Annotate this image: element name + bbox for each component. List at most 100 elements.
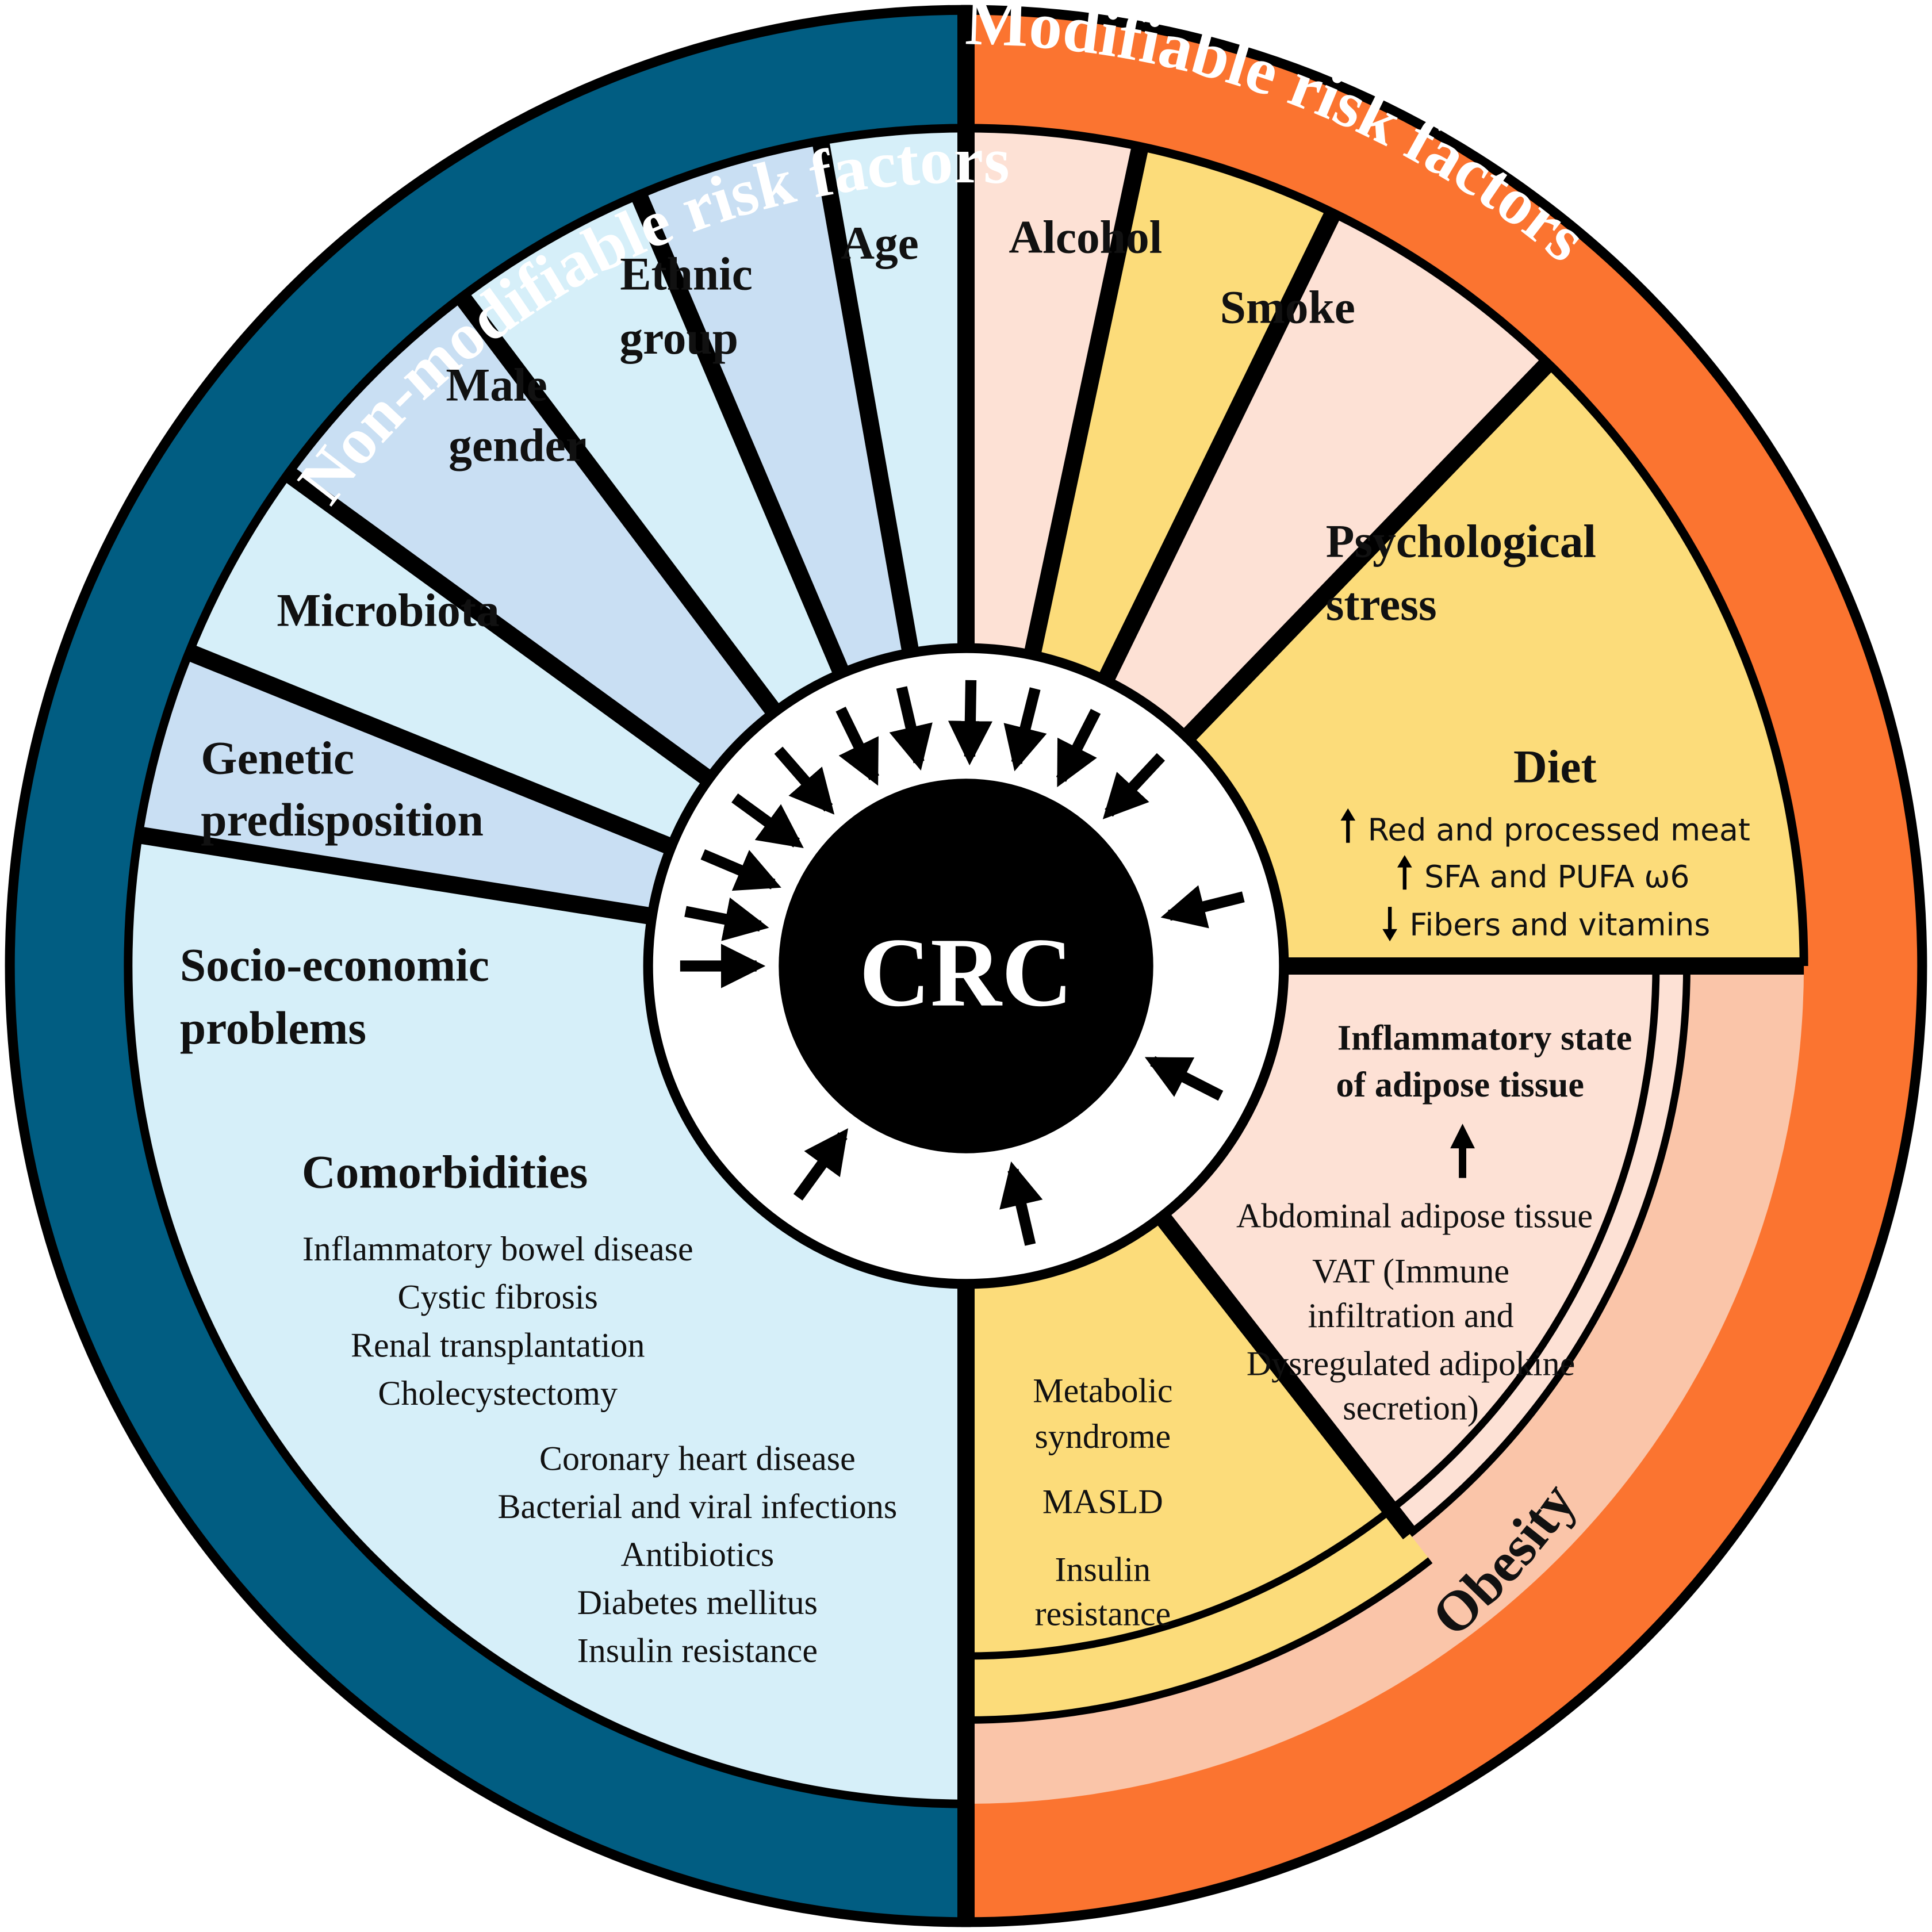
svg-text:Cystic fibrosis: Cystic fibrosis (398, 1278, 598, 1316)
left-divider-0 (137, 826, 661, 926)
inward-arrow-icon (835, 706, 880, 786)
svg-text:Psychological: Psychological (1326, 515, 1596, 568)
inward-arrow-icon (1102, 753, 1166, 819)
svg-text:Genetic: Genetic (201, 732, 354, 784)
svg-text:Antibiotics: Antibiotics (621, 1536, 775, 1574)
svg-text:infiltration and: infiltration and (1308, 1297, 1513, 1335)
psychological-stress-segment-label: Psychological stress (1326, 515, 1596, 630)
male-gender-segment (462, 194, 842, 712)
left-divider-5 (812, 139, 921, 662)
inward-arrow-icon (700, 849, 781, 891)
diet-title: Diet (1513, 741, 1597, 793)
modifiable-segments (966, 128, 1804, 1804)
svg-text:Metabolic: Metabolic (1033, 1372, 1172, 1410)
svg-text:Ethnic: Ethnic (620, 248, 753, 300)
age-segment-label: Age (841, 217, 919, 269)
svg-text:group: group (619, 312, 738, 364)
svg-text:Smoke: Smoke (1220, 281, 1355, 333)
inward-arrow-icon (684, 897, 769, 941)
right-inner-boundary-top (965, 124, 1808, 967)
svg-text:Socio-economic: Socio-economic (180, 939, 489, 991)
svg-text:Inflammatory state: Inflammatory state (1337, 1019, 1632, 1058)
ethnic-group-segment-label: Ethnic group (619, 248, 753, 364)
arrow-up-icon (1450, 1124, 1475, 1178)
left-divider-2 (283, 466, 720, 791)
arrow-up-icon (1397, 855, 1412, 890)
svg-text:Red and processed meat: Red and processed meat (1368, 811, 1750, 848)
left-divider-1 (186, 644, 681, 858)
inward-arrow-icon (1160, 885, 1245, 929)
svg-text:stress: stress (1326, 578, 1437, 630)
metabolic-segment (966, 1216, 1431, 1720)
inflammatory-adipose-label: Inflammatory state of adipose tissue (1336, 1019, 1632, 1178)
svg-text:predisposition: predisposition (201, 793, 484, 846)
inward-arrow-icon (999, 1161, 1043, 1246)
svg-text:VAT (Immune: VAT (Immune (1312, 1252, 1509, 1290)
microbiota-segment-label: Microbiota (277, 584, 499, 637)
svg-text:gender: gender (448, 419, 586, 471)
inward-arrow-icon (774, 746, 835, 815)
svg-text:Coronary heart disease: Coronary heart disease (539, 1439, 856, 1477)
svg-text:Male: Male (446, 358, 547, 411)
alcohol-segment (966, 128, 1140, 656)
smoke-segment (1032, 146, 1333, 681)
svg-text:Bacterial and viral infections: Bacterial and viral infections (497, 1488, 897, 1525)
metabolic-label: Metabolic syndrome MASLD Insulin resista… (1033, 1372, 1172, 1633)
adipose-tissue-label: Abdominal adipose tissue VAT (Immune inf… (1236, 1197, 1593, 1427)
microbiota-segment (288, 297, 775, 780)
left-divider-4 (630, 191, 853, 684)
inward-arrow-icon (731, 793, 804, 849)
svg-text:Insulin: Insulin (1055, 1550, 1151, 1588)
svg-text:Insulin resistance: Insulin resistance (577, 1632, 818, 1670)
svg-text:Alcohol: Alcohol (1009, 210, 1162, 263)
svg-text:problems: problems (180, 1002, 366, 1054)
adipose-metabolic-divider (1150, 1205, 1417, 1540)
svg-text:resistance: resistance (1035, 1594, 1171, 1632)
psychological-stress-segment (1105, 213, 1548, 738)
crc-center-circle (779, 779, 1153, 1153)
comorbidities-title: Comorbidities (302, 1146, 588, 1198)
inward-arrow-icon (1056, 708, 1101, 788)
svg-text:Renal transplantation: Renal transplantation (351, 1326, 645, 1364)
left-inner-boundary (124, 124, 967, 1808)
adipose-outer-boundary (1407, 965, 1690, 1537)
svg-text:SFA and PUFA ω6: SFA and PUFA ω6 (1424, 858, 1689, 895)
age-segment (820, 128, 966, 653)
svg-text:secretion): secretion) (1343, 1389, 1479, 1427)
genetic-predisposition-segment-label: Genetic predisposition (201, 732, 484, 846)
inward-arrow-icon (793, 1128, 849, 1201)
right-divider-2 (1175, 357, 1555, 749)
alcohol-segment-label: Alcohol (1009, 210, 1162, 263)
left-divider-3 (455, 292, 786, 723)
inward-arrow-icon (1144, 1056, 1224, 1101)
arrow-down-icon (1382, 907, 1397, 942)
inward-arrow-icon (1003, 687, 1047, 772)
inward-arrow-icon (889, 686, 933, 771)
right-divider-1 (1094, 209, 1341, 691)
segment-dividers (124, 10, 1808, 1922)
inward-arrows (680, 680, 1245, 1246)
comorbidities-segment-label: Comorbidities Inflammatory bowel disease… (302, 1146, 897, 1670)
diet-segment (1187, 363, 1804, 966)
svg-text:Dysregulated adipokine: Dysregulated adipokine (1247, 1344, 1575, 1382)
socio-economic-segment-label: Socio-economic problems (180, 939, 489, 1054)
svg-text:Age: Age (841, 217, 919, 269)
crc-center-label: CRC (859, 918, 1072, 1028)
non-modifiable-segments (128, 128, 967, 1804)
comorbidities-segment (128, 835, 967, 1804)
svg-text:MASLD: MASLD (1042, 1482, 1163, 1520)
arrow-up-icon (1340, 808, 1356, 843)
smoke-segment-label: Smoke (1220, 281, 1355, 333)
diet-segment-label: Diet Red and processed meat SFA and PUFA… (1340, 741, 1750, 942)
svg-text:syndrome: syndrome (1035, 1417, 1171, 1455)
metabolic-outer-boundary (965, 1557, 1433, 1724)
genetic-predisposition-segment (189, 473, 709, 847)
obesity-band-inner-boundary (965, 965, 1660, 1660)
svg-text:of adipose tissue: of adipose tissue (1336, 1065, 1584, 1105)
svg-text:Abdominal adipose tissue: Abdominal adipose tissue (1236, 1197, 1593, 1235)
svg-text:Cholecystectomy: Cholecystectomy (378, 1374, 618, 1412)
adipose-tissue-segment (1162, 966, 1687, 1534)
svg-text:Inflammatory bowel disease: Inflammatory bowel disease (302, 1230, 693, 1268)
svg-text:Diabetes mellitus: Diabetes mellitus (577, 1584, 818, 1621)
